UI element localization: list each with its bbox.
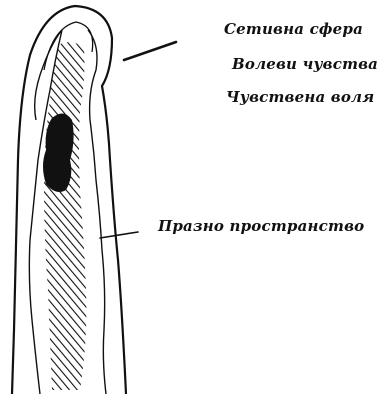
pointer-line-middle [100, 232, 138, 238]
label-volitional-feelings: Волеви чувства [232, 55, 378, 73]
label-sensory-sphere: Сетивна сфера [224, 20, 363, 38]
pointer-line-upper [124, 42, 176, 60]
hatched-core [44, 42, 86, 390]
label-empty-space: Празно пространство [158, 217, 364, 235]
label-sensory-will: Чувствена воля [226, 88, 374, 106]
